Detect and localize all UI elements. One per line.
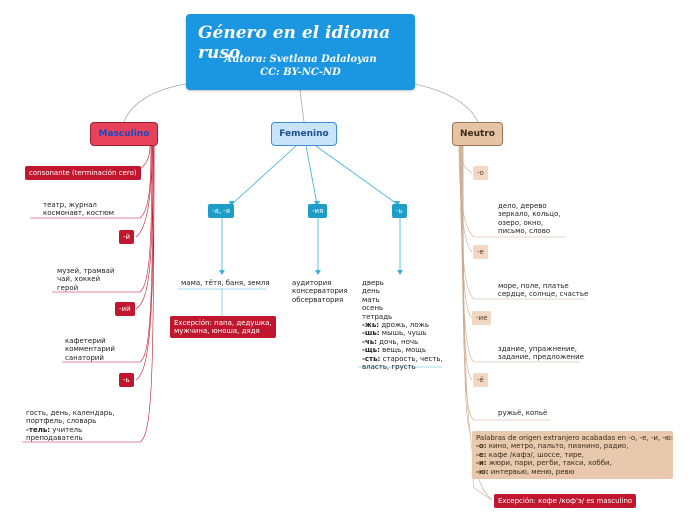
neut-foreign-exception[interactable]: Excepción: кофе /коф'э/ es masculino	[494, 494, 637, 508]
fem-a-exception[interactable]: Excepción: папа, дедушка,мужчина, юноша,…	[170, 316, 276, 338]
neut-foreign-box[interactable]: Palabras de origen extranjero acabadas e…	[472, 431, 673, 480]
neut-yo-examples: ружьё, копьё	[498, 409, 548, 417]
main-title: Género en el idioma ruso	[198, 23, 391, 63]
fem-a-examples: мама, тётя, баня, земля	[181, 279, 270, 287]
masc-ii-tag[interactable]: -ий	[115, 302, 135, 316]
masc-i-tag[interactable]: -й	[119, 230, 135, 244]
neut-o-tag[interactable]: -о	[473, 166, 488, 180]
fem-a-tag[interactable]: -а, -я	[208, 204, 235, 218]
masc-consonante-tag[interactable]: consonante (terminación cero)	[25, 166, 141, 180]
neutro-node[interactable]: Neutro	[452, 122, 503, 146]
femenino-node[interactable]: Femenino	[271, 122, 337, 146]
neut-e-tag[interactable]: -е	[473, 245, 488, 259]
masc-soft-examples: гость, день, календарь,портфель, словарь…	[26, 409, 115, 443]
fem-iya-tag[interactable]: -ия	[308, 204, 328, 218]
neut-yo-tag[interactable]: -ё	[473, 373, 488, 387]
masc-soft-tag[interactable]: -ь	[119, 373, 134, 387]
main-topic-node[interactable]: Género en el idioma ruso Autora: Svetlan…	[186, 14, 415, 90]
license-label: CC: BY-NC-ND	[260, 67, 341, 78]
fem-soft-tag[interactable]: -ь	[392, 204, 407, 218]
author-label: Autora: Svetlana Dalaloyan	[224, 54, 377, 65]
neut-ie-examples: здание, упражнение,задание, предложение	[498, 345, 584, 362]
neut-ie-tag[interactable]: -ие	[472, 311, 492, 325]
masculino-node[interactable]: Masculino	[90, 122, 158, 146]
